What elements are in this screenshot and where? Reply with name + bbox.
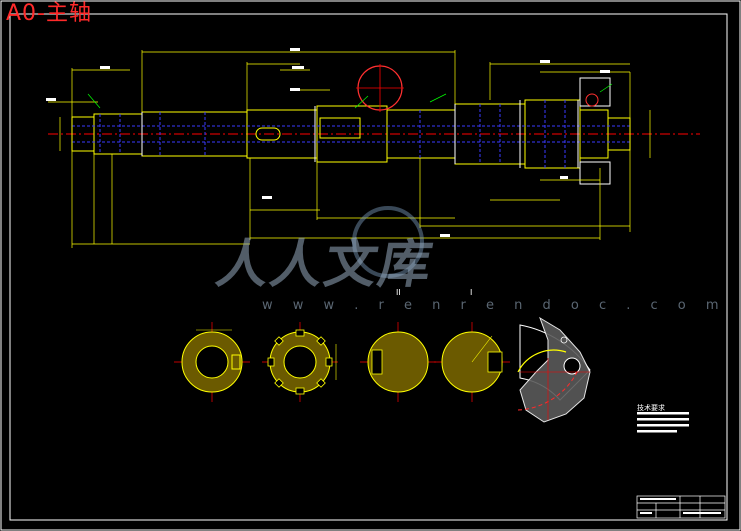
title-block [636,495,726,519]
section-view-ii [360,322,436,402]
sheet-border-inner [9,13,728,521]
section-label-i: I [470,288,473,297]
watermark-text: 人人文库 [211,235,439,295]
section-view-a [174,322,250,402]
tech-requirements-lines [637,412,689,433]
section-label-ii: II [396,288,401,297]
watermark-logo [352,206,424,278]
drawing-title: A0-主轴 [6,1,92,26]
detail-view-sector [517,316,591,423]
tech-requirements-title: 技术要求 [637,404,665,412]
section-view-i [434,322,510,402]
watermark-url: w w w . r e n r e n d o c . c o m [262,298,727,313]
shaft-main-view [46,48,700,248]
section-view-b [262,322,338,402]
